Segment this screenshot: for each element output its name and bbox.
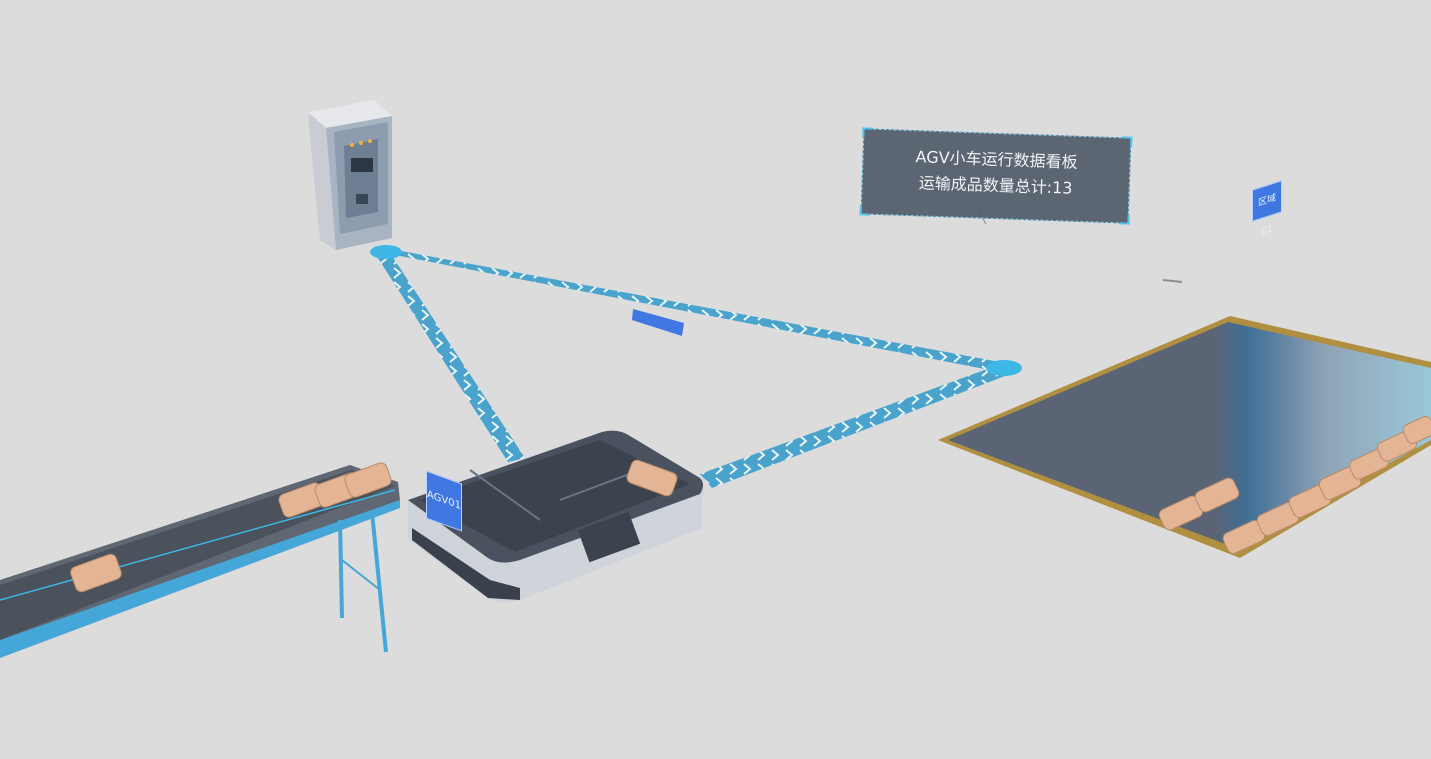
waypoint-disc-turn[interactable] <box>986 360 1022 376</box>
agv-data-dashboard[interactable]: AGV小车运行数据看板 运输成品数量总计:13 <box>859 127 1133 225</box>
agv-path-segment-waypoint-agv <box>700 368 1005 488</box>
pit-products <box>1158 416 1431 554</box>
distant-marker <box>1162 279 1183 283</box>
agv-cargo <box>626 459 678 497</box>
conveyor-products <box>70 462 392 593</box>
dashboard-corner <box>1119 214 1130 225</box>
agv-path-segment-cabinet-agv <box>378 256 525 462</box>
control-cabinet[interactable] <box>308 100 392 250</box>
dashboard-corner <box>859 205 870 216</box>
path-marker <box>632 309 684 336</box>
waypoint-disc-cabinet[interactable] <box>370 245 402 259</box>
agv-path-segment-cabinet-waypoint <box>385 248 1000 372</box>
dashboard-corner <box>1122 136 1133 147</box>
dashboard-corner <box>862 127 873 138</box>
